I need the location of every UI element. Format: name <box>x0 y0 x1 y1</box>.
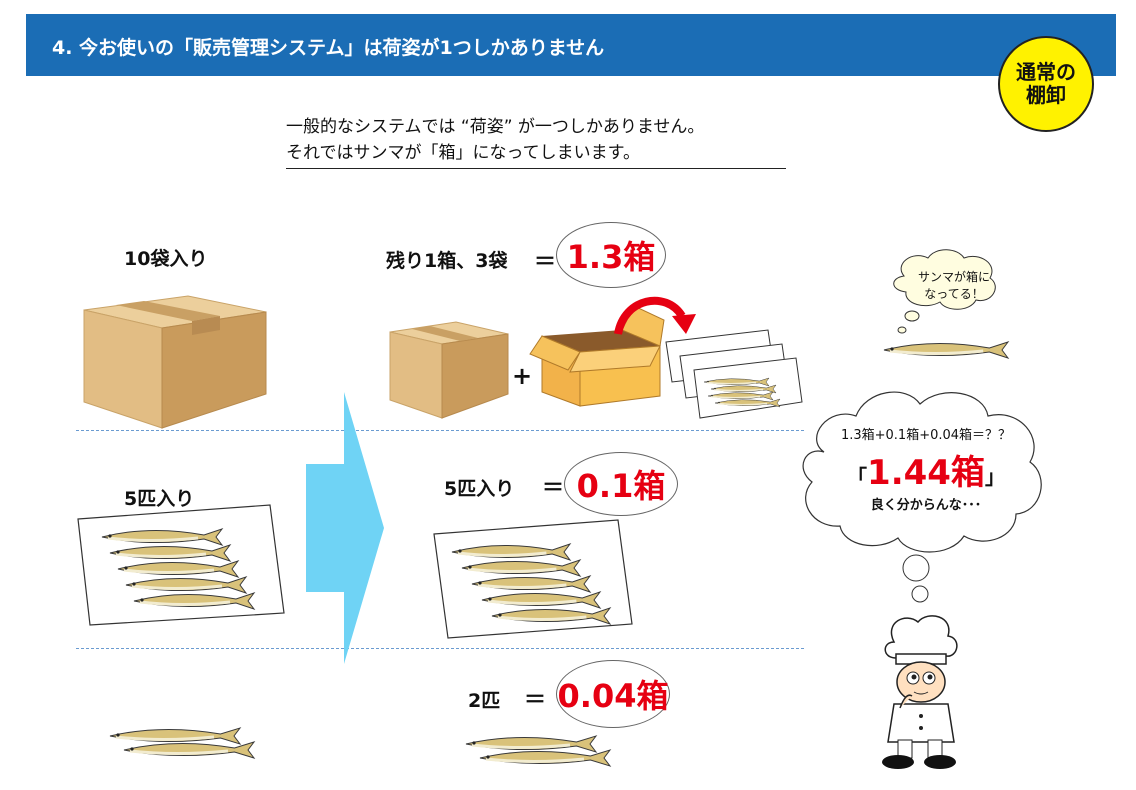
saury-fish-icon <box>465 735 598 753</box>
saury-fish-icon <box>109 544 232 562</box>
saury-fish-icon <box>109 727 242 745</box>
saury-fish-icon <box>481 591 602 609</box>
page-title: 4. 今お使いの「販売管理システム」は荷姿が1つしかありません <box>52 37 605 59</box>
small-thought-line-2: なってる！ <box>924 287 984 301</box>
fish-tray-icon-row2 <box>433 519 633 639</box>
tray-label: 5匹入り <box>124 488 195 510</box>
chef-character-icon <box>882 615 958 769</box>
open-box-icon <box>529 305 665 407</box>
row2-label: 5匹入り <box>444 478 515 500</box>
small-thought-text: サンマが箱に なってる！ <box>908 268 1000 302</box>
row3-label: 2匹 <box>468 690 501 712</box>
saury-fish-icon <box>883 341 1010 359</box>
row2-equals: ＝ <box>542 476 565 501</box>
row3-value-oval: 0.04箱 <box>556 660 670 728</box>
saury-fish-icon <box>451 543 572 561</box>
header-bar: 4. 今お使いの「販売管理システム」は荷姿が1つしかありません <box>26 14 1116 76</box>
saury-fish-icon <box>703 377 770 387</box>
curved-arrow-icon <box>614 296 696 335</box>
single-fish-icon <box>883 341 1010 359</box>
saury-fish-icon <box>125 576 248 594</box>
comment-text: 良く分からんな･･･ <box>870 498 982 513</box>
saury-fish-icon <box>117 560 240 578</box>
big-thought-text: 1.3箱+0.1箱+0.04箱＝？？ 「1.44箱」 良く分からんな･･･ <box>826 424 1026 513</box>
saury-fish-icon <box>710 384 777 394</box>
saury-fish-icon <box>133 592 256 610</box>
row1-label: 残り1箱、3袋 <box>386 250 508 272</box>
row-divider-1 <box>76 430 804 431</box>
plus-sign: + <box>512 362 533 390</box>
badge-line-1: 通常の <box>1016 60 1076 84</box>
intro-text: 一般的なシステムでは “荷姿” が一つしかありません。 それではサンマが「箱」に… <box>286 114 786 166</box>
intro-underline <box>286 168 786 169</box>
row3-value: 0.04箱 <box>557 677 669 715</box>
fish-tray-icon <box>77 504 285 626</box>
saury-fish-icon <box>101 528 224 546</box>
saury-fish-icon <box>471 575 592 593</box>
two-fish-icon-left <box>109 727 256 759</box>
stacked-fish-trays-icon <box>665 329 803 419</box>
row2-value-oval: 0.1箱 <box>564 452 678 516</box>
two-fish-icon-right <box>465 735 612 767</box>
right-arrow-icon <box>306 392 384 664</box>
row1-value: 1.3箱 <box>566 238 656 276</box>
small-thought-cloud <box>893 249 996 334</box>
inventory-badge: 通常の 棚卸 <box>998 36 1094 132</box>
row3-equals: ＝ <box>524 688 547 713</box>
small-thought-line-1: サンマが箱に <box>917 270 990 284</box>
close-bracket: 」 <box>984 465 1005 489</box>
row1-value-oval: 1.3箱 <box>556 222 666 288</box>
badge-line-2: 棚卸 <box>1026 83 1066 107</box>
saury-fish-icon <box>491 607 612 625</box>
saury-fish-icon <box>714 398 781 408</box>
saury-fish-icon <box>123 741 256 759</box>
big-thought-cloud <box>802 391 1042 603</box>
saury-fish-icon <box>707 391 774 401</box>
formula-text: 1.3箱+0.1箱+0.04箱＝？？ <box>840 428 1012 443</box>
row1-equals: ＝ <box>534 250 557 275</box>
saury-fish-icon <box>461 559 582 577</box>
intro-line-1: 一般的なシステムでは “荷姿” が一つしかありません。 <box>286 117 705 137</box>
total-value: 1.44箱 <box>867 453 985 493</box>
cardboard-box-icon <box>83 295 267 429</box>
row-divider-2 <box>76 648 804 649</box>
saury-fish-icon <box>479 749 612 767</box>
row2-value: 0.1箱 <box>576 467 666 505</box>
intro-line-2: それではサンマが「箱」になってしまいます。 <box>286 143 640 163</box>
small-closed-box-icon <box>389 321 509 419</box>
box-label: 10袋入り <box>124 248 208 270</box>
open-bracket: 「 <box>847 465 868 489</box>
